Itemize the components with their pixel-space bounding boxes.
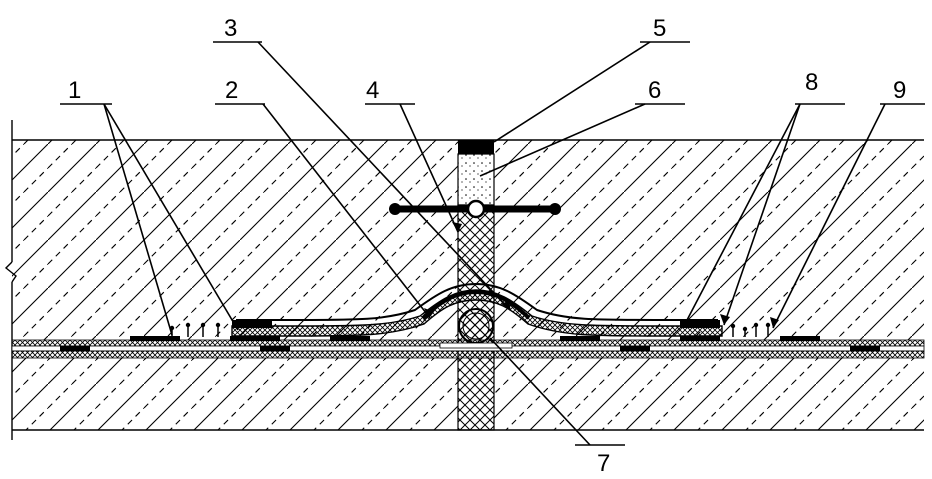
fasteners-right (730, 322, 771, 337)
leader-arrowheads (424, 222, 779, 328)
callout-5: 5 (653, 15, 666, 42)
sealant-cap (458, 140, 494, 154)
callout-9: 9 (893, 77, 906, 104)
upper-concrete-slab (12, 139, 924, 340)
callout-2: 2 (225, 77, 238, 104)
callout-8: 8 (805, 69, 818, 96)
callout-4: 4 (366, 77, 379, 104)
leader-lines (60, 41, 925, 446)
membrane-layers (11, 282, 925, 359)
backing-material (457, 153, 495, 206)
break-line-left (4, 120, 17, 440)
callout-7: 7 (597, 450, 610, 477)
waterstop (389, 199, 561, 219)
fasteners-left (169, 322, 221, 337)
callout-1: 1 (68, 77, 81, 104)
callout-3: 3 (224, 15, 237, 42)
callout-6: 6 (648, 77, 661, 104)
callouts: 1 2 3 4 5 6 7 8 9 (68, 15, 906, 477)
